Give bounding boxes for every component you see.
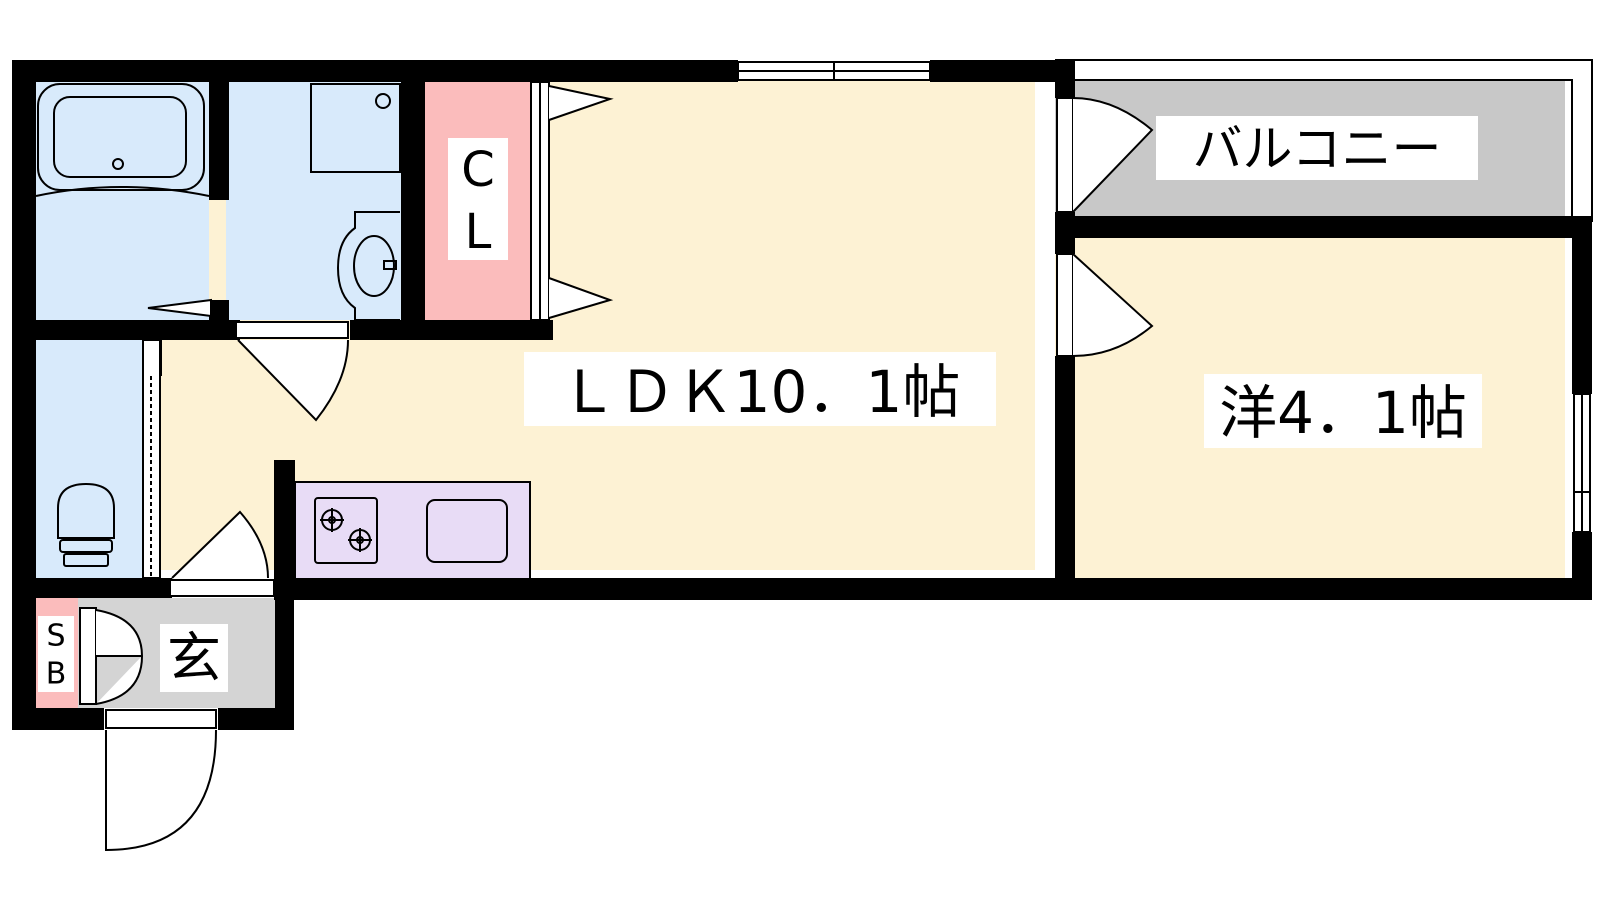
kitchen-sink bbox=[426, 499, 508, 563]
toilet-floor bbox=[34, 340, 154, 578]
bathroom-floor bbox=[34, 80, 209, 320]
washing-machine-space bbox=[310, 83, 401, 173]
bath-door bbox=[147, 298, 212, 318]
ldk-label: ＬＤＫ10．1帖 bbox=[524, 352, 996, 426]
shoebox-label-line1: S bbox=[46, 619, 65, 654]
shoebox-label: S B bbox=[38, 616, 74, 692]
entrance-label: 玄 bbox=[160, 624, 228, 692]
balcony-rail bbox=[1055, 59, 1593, 222]
toilet-door bbox=[142, 339, 161, 579]
closet-doors bbox=[530, 81, 614, 321]
ldk-label-text: ＬＤＫ10．1帖 bbox=[560, 358, 961, 426]
balcony-label: バルコニー bbox=[1156, 116, 1478, 180]
balcony-label-text: バルコニー bbox=[1193, 120, 1442, 178]
doors bbox=[79, 97, 1154, 852]
washroom-floor bbox=[226, 80, 404, 320]
western-room-label: 洋4．1帖 bbox=[1204, 374, 1482, 448]
bathtub bbox=[35, 83, 210, 197]
shoebox-label-line2: B bbox=[46, 657, 67, 692]
entrance-label-text: 玄 bbox=[167, 627, 221, 690]
western-room-label-text: 洋4．1帖 bbox=[1219, 379, 1467, 447]
closet-label-line1: C bbox=[461, 142, 495, 198]
windows bbox=[737, 61, 1591, 533]
closet-label: C L bbox=[448, 138, 508, 260]
walls bbox=[12, 60, 1592, 730]
kitchen-counter bbox=[294, 481, 531, 581]
gas-stove bbox=[314, 497, 378, 564]
closet-label-line2: L bbox=[465, 204, 492, 260]
wash-basin bbox=[336, 211, 400, 321]
toilet-fixture bbox=[57, 482, 115, 567]
